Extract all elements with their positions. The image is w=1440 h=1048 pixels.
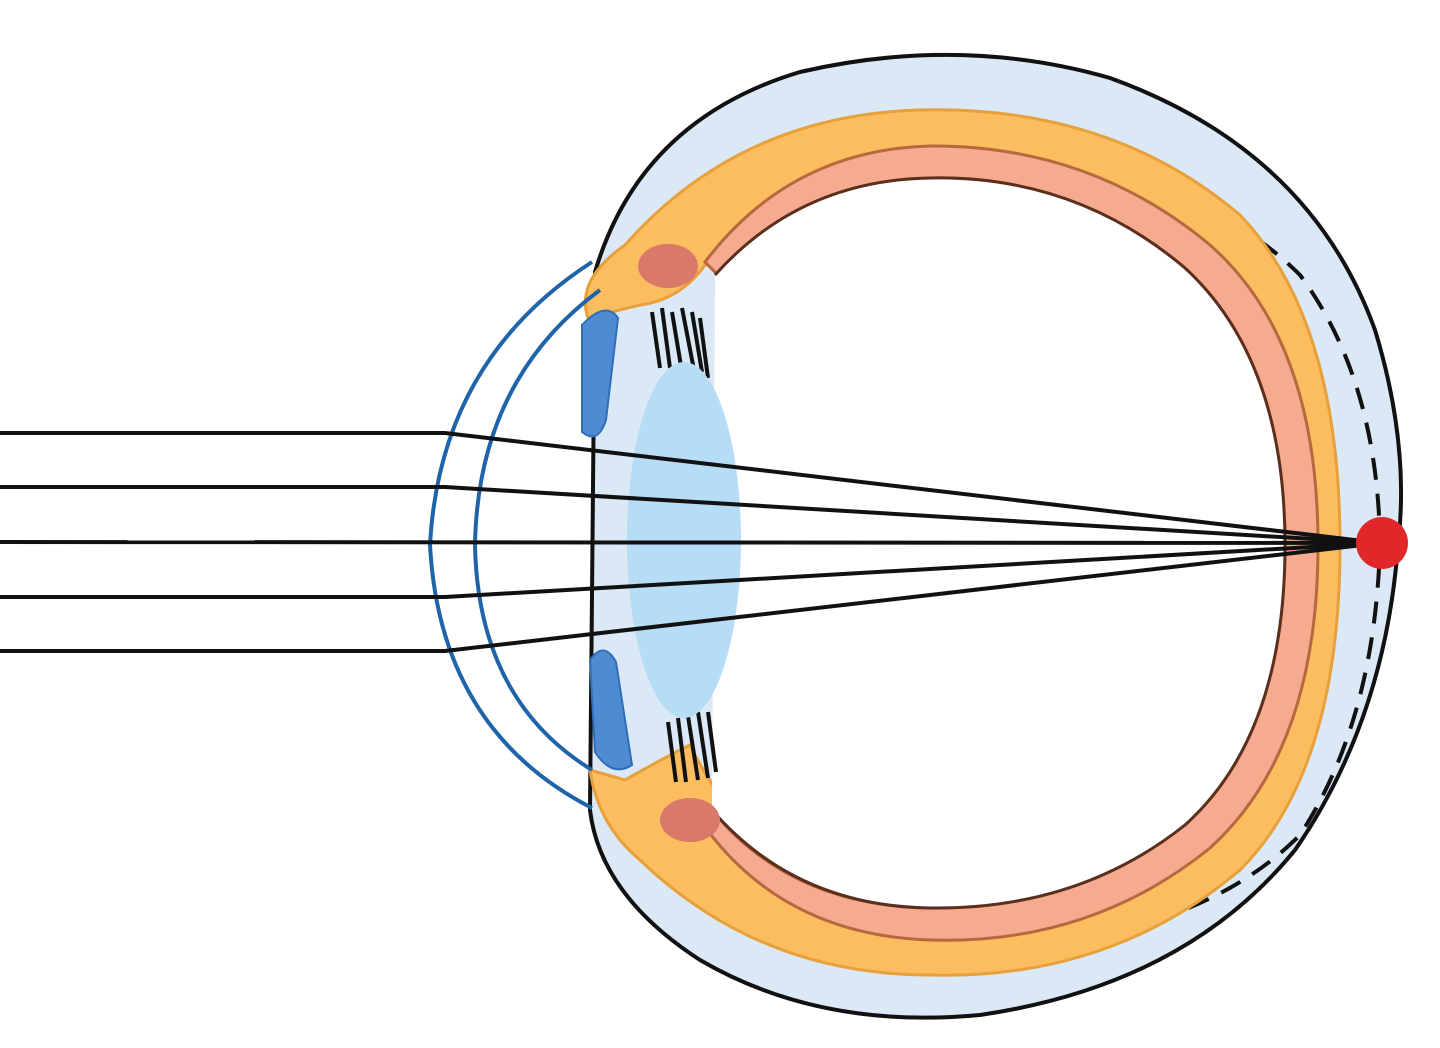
ciliary-body-upper: [638, 244, 698, 288]
ciliary-body-lower: [660, 798, 720, 842]
light-ray-4: [0, 541, 1381, 599]
focal-point: [1356, 517, 1408, 569]
light-rays: [0, 431, 1381, 653]
light-ray-5: [0, 541, 1381, 653]
cornea-outer: [427, 260, 594, 810]
zonular-fibers-lower: [666, 711, 718, 783]
light-ray-3: [0, 540, 1381, 545]
zonular-fibers-upper: [650, 307, 710, 379]
cornea-inner: [472, 288, 602, 772]
iris-lower: [588, 649, 634, 771]
iris-upper: [581, 309, 620, 438]
light-ray-1: [0, 431, 1381, 545]
lens: [627, 362, 741, 718]
light-ray-2: [0, 485, 1381, 545]
